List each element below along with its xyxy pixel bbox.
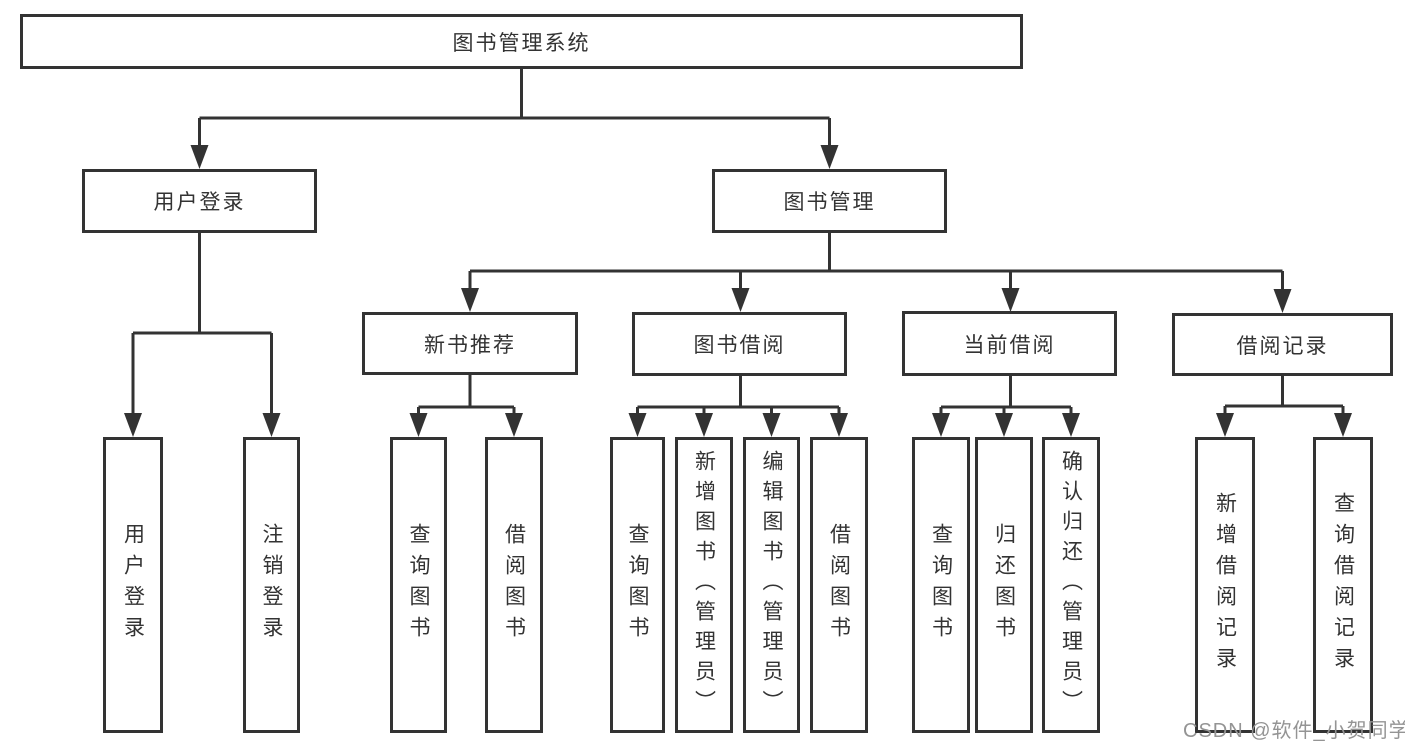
- leaf-edit-book-admin: 编辑图书（管理员）: [743, 437, 800, 733]
- node-root-system: 图书管理系统: [20, 14, 1023, 69]
- node-borrow-records: 借阅记录: [1172, 313, 1393, 376]
- leaf-user-login: 用户登录: [103, 437, 163, 733]
- node-book-borrow: 图书借阅: [632, 312, 847, 376]
- node-book-management: 图书管理: [712, 169, 947, 233]
- leaf-query-borrow-record: 查询借阅记录: [1313, 437, 1373, 733]
- leaf-borrow-book: 借阅图书: [810, 437, 868, 733]
- leaf-query-book-borrow: 查询图书: [610, 437, 665, 733]
- node-current-borrow: 当前借阅: [902, 311, 1117, 376]
- leaf-borrow-book-recommend: 借阅图书: [485, 437, 543, 733]
- node-user-login: 用户登录: [82, 169, 317, 233]
- leaf-confirm-return-admin: 确认归还（管理员）: [1042, 437, 1100, 733]
- node-new-book-recommend: 新书推荐: [362, 312, 578, 375]
- csdn-watermark: CSDN @软件_小贺同学: [1183, 720, 1405, 742]
- leaf-add-borrow-record: 新增借阅记录: [1195, 437, 1255, 733]
- leaf-query-book-current: 查询图书: [912, 437, 970, 733]
- leaf-logout: 注销登录: [243, 437, 300, 733]
- leaf-return-book: 归还图书: [975, 437, 1033, 733]
- leaf-add-book-admin: 新增图书（管理员）: [675, 437, 733, 733]
- leaf-query-book-recommend: 查询图书: [390, 437, 447, 733]
